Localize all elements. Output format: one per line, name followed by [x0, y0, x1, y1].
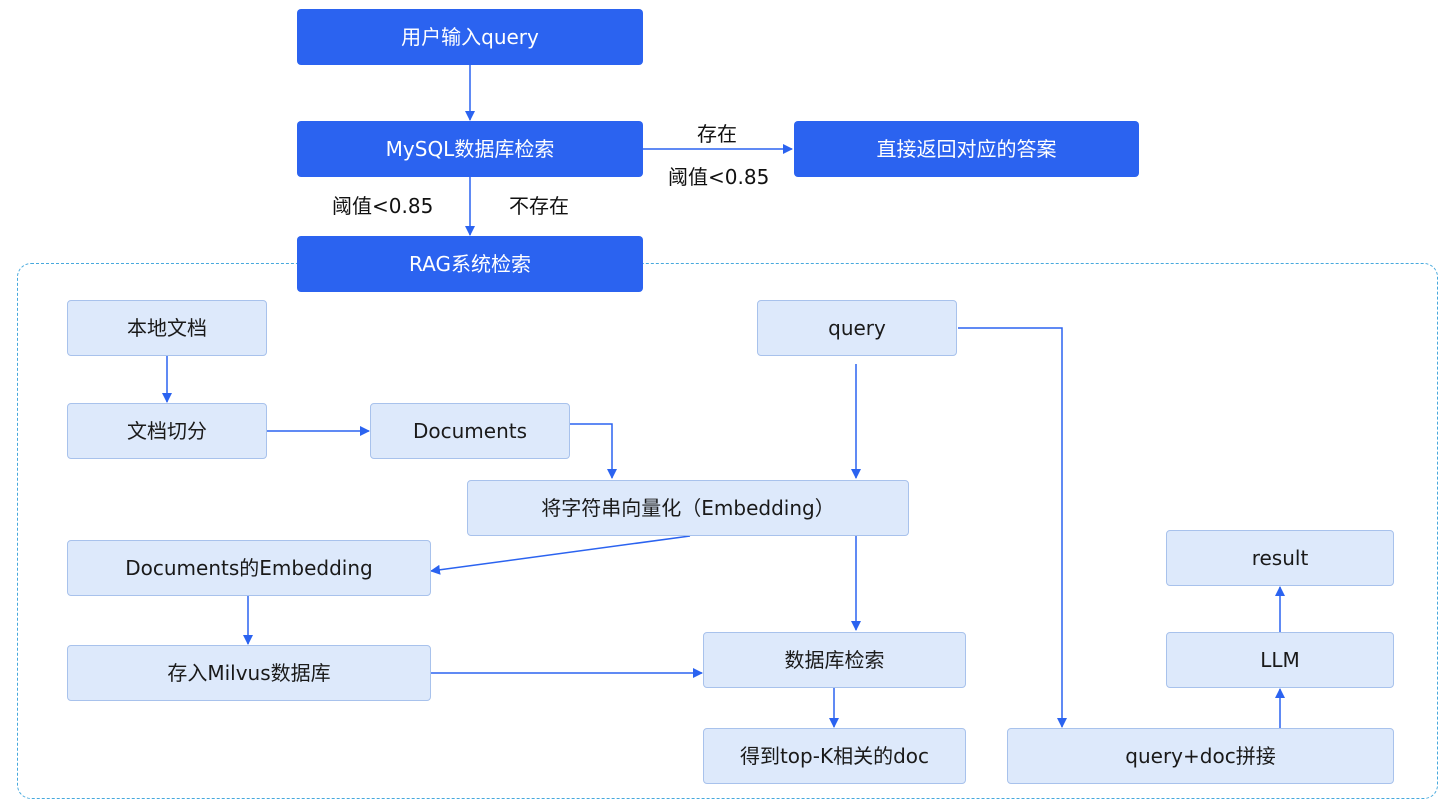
node-doc-embedding-label: Documents的Embedding	[125, 556, 373, 580]
node-query-doc-concat: query+doc拼接	[1007, 728, 1394, 784]
node-local-docs: 本地文档	[67, 300, 267, 356]
edge-label-threshold-left: 阈值<0.85	[332, 194, 434, 218]
node-llm-label: LLM	[1260, 648, 1300, 672]
node-llm: LLM	[1166, 632, 1394, 688]
rag-system-region	[17, 263, 1438, 799]
node-doc-embedding: Documents的Embedding	[67, 540, 431, 596]
node-embedding-label: 将字符串向量化（Embedding）	[541, 496, 835, 520]
node-topk-docs: 得到top-K相关的doc	[703, 728, 966, 784]
node-query: query	[757, 300, 957, 356]
node-direct-return-label: 直接返回对应的答案	[876, 137, 1057, 161]
node-user-input-label: 用户输入query	[401, 25, 539, 49]
node-result: result	[1166, 530, 1394, 586]
node-topk-docs-label: 得到top-K相关的doc	[739, 744, 930, 768]
node-documents: Documents	[370, 403, 570, 459]
node-doc-split: 文档切分	[67, 403, 267, 459]
node-query-doc-concat-label: query+doc拼接	[1125, 744, 1276, 768]
node-user-input: 用户输入query	[297, 9, 643, 65]
node-result-label: result	[1251, 546, 1309, 570]
node-direct-return: 直接返回对应的答案	[794, 121, 1139, 177]
node-rag-search-label: RAG系统检索	[409, 252, 531, 276]
edge-label-not-exists: 不存在	[509, 194, 569, 218]
node-db-search: 数据库检索	[703, 632, 966, 688]
node-documents-label: Documents	[412, 419, 528, 443]
node-milvus-store: 存入Milvus数据库	[67, 645, 431, 701]
node-doc-split-label: 文档切分	[127, 419, 207, 443]
node-local-docs-label: 本地文档	[127, 316, 207, 340]
node-milvus-store-label: 存入Milvus数据库	[167, 661, 331, 685]
node-embedding: 将字符串向量化（Embedding）	[467, 480, 909, 536]
node-mysql-search: MySQL数据库检索	[297, 121, 643, 177]
node-mysql-search-label: MySQL数据库检索	[385, 137, 555, 161]
node-db-search-label: 数据库检索	[784, 648, 885, 672]
edge-label-threshold-right: 阈值<0.85	[668, 165, 770, 189]
edge-label-exists: 存在	[697, 122, 737, 146]
node-rag-search: RAG系统检索	[297, 236, 643, 292]
node-query-label: query	[828, 316, 886, 340]
